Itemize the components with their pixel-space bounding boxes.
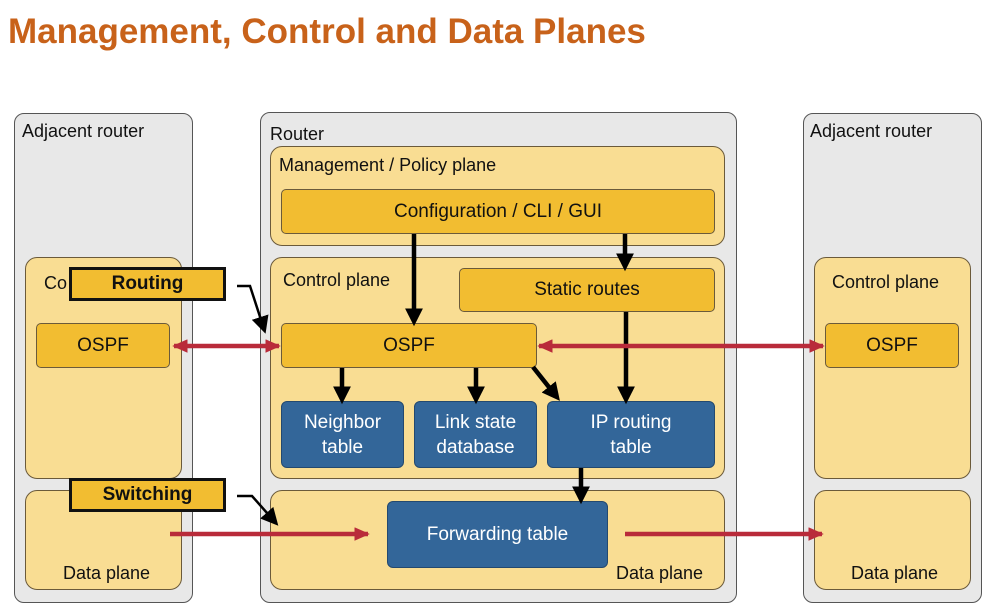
left-ospf-box: OSPF bbox=[36, 323, 170, 368]
right-ospf-box: OSPF bbox=[825, 323, 959, 368]
static-routes-box: Static routes bbox=[459, 268, 715, 312]
forwarding-table-label: Forwarding table bbox=[426, 524, 569, 545]
link-state-database: Link state database bbox=[414, 401, 537, 468]
neighbor-table-line2: table bbox=[321, 436, 364, 458]
right-ospf-label: OSPF bbox=[866, 334, 918, 356]
routing-callout-label: Routing bbox=[111, 273, 184, 294]
right-control-plane bbox=[814, 257, 971, 479]
management-plane-label: Management / Policy plane bbox=[279, 155, 497, 175]
link-state-database-line1: Link state bbox=[434, 411, 517, 433]
switching-callout: Switching bbox=[69, 478, 226, 512]
switching-callout-label: Switching bbox=[102, 484, 193, 505]
ospf-label: OSPF bbox=[383, 334, 435, 356]
config-cli-gui-label: Configuration / CLI / GUI bbox=[393, 200, 603, 222]
ospf-box: OSPF bbox=[281, 323, 537, 368]
right-router-label: Adjacent router bbox=[810, 121, 933, 141]
control-plane-label: Control plane bbox=[283, 270, 391, 290]
right-data-plane-label: Data plane bbox=[851, 563, 939, 583]
forwarding-table: Forwarding table bbox=[387, 501, 608, 568]
left-ospf-label: OSPF bbox=[77, 334, 129, 356]
left-data-plane-label: Data plane bbox=[63, 563, 151, 583]
left-router-label: Adjacent router bbox=[22, 121, 145, 141]
right-control-plane-label: Control plane bbox=[832, 272, 940, 292]
static-routes-label: Static routes bbox=[534, 279, 640, 300]
ip-routing-table: IP routing table bbox=[547, 401, 715, 468]
page-title: Management, Control and Data Planes bbox=[8, 12, 646, 51]
neighbor-table-line1: Neighbor bbox=[303, 411, 382, 433]
link-state-database-line2: database bbox=[436, 436, 515, 458]
router-label: Router bbox=[270, 124, 325, 144]
right-data-plane bbox=[814, 490, 971, 590]
routing-callout: Routing bbox=[69, 267, 226, 301]
config-cli-gui-box: Configuration / CLI / GUI bbox=[281, 189, 715, 234]
data-plane-label: Data plane bbox=[616, 563, 704, 583]
ip-routing-table-line1: IP routing bbox=[590, 411, 672, 433]
ip-routing-table-line2: table bbox=[610, 436, 652, 458]
left-control-plane-label: Co bbox=[44, 273, 68, 293]
neighbor-table: Neighbor table bbox=[281, 401, 404, 468]
